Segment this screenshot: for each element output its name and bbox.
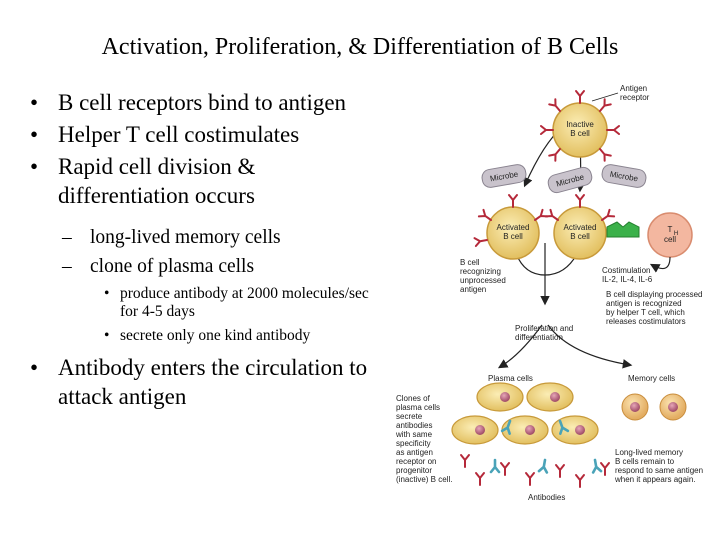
slide-title: Activation, Proliferation, & Differentia… bbox=[101, 34, 619, 60]
plasma-cell bbox=[451, 415, 499, 445]
sub-sub-bullet-item: •produce antibody at 2000 molecules/sec … bbox=[104, 285, 369, 320]
svg-text:by helper T cell, which: by helper T cell, which bbox=[606, 308, 685, 317]
svg-text:progenitor: progenitor bbox=[396, 466, 432, 475]
inactive-b-cell-label: Inactive bbox=[566, 120, 594, 129]
svg-text:respond to same antigen: respond to same antigen bbox=[615, 466, 703, 475]
svg-text:Activated: Activated bbox=[564, 223, 597, 232]
svg-text:B cell: B cell bbox=[503, 232, 523, 241]
microbe: Microbe bbox=[601, 164, 647, 188]
sub-bullet-text: clone of plasma cells bbox=[90, 256, 255, 277]
activated-b-cell: Activated B cell bbox=[473, 194, 549, 260]
svg-text:recognizing: recognizing bbox=[460, 267, 501, 276]
clones-label: Clones of plasma cells secrete antibodie… bbox=[395, 394, 452, 484]
inactive-b-cell: Inactive B cell bbox=[540, 90, 620, 162]
bullet-item: •Rapid cell division & differentiation o… bbox=[30, 154, 256, 208]
microbe: Microbe bbox=[481, 164, 527, 188]
svg-text:receptor: receptor bbox=[620, 93, 650, 102]
bullet-item: •Antibody enters the circulation to atta… bbox=[30, 355, 368, 409]
memory-cell bbox=[659, 393, 687, 421]
b-cell-activation-diagram: Inactive B cell Antigen receptor Microbe… bbox=[395, 84, 703, 502]
svg-text:as antigen: as antigen bbox=[396, 448, 433, 457]
microbe: Microbe bbox=[547, 166, 593, 194]
svg-text:Clones of: Clones of bbox=[396, 394, 431, 403]
plasma-cell bbox=[526, 382, 574, 412]
sub-bullet-item: –clone of plasma cells bbox=[62, 256, 255, 277]
svg-text:specificity: specificity bbox=[396, 439, 431, 448]
plasma-cells-label: Plasma cells bbox=[488, 374, 533, 383]
sub-bullet-text: long-lived memory cells bbox=[90, 227, 281, 248]
svg-text:with same: with same bbox=[395, 430, 433, 439]
svg-text:H: H bbox=[674, 231, 678, 237]
bullet-item: •Helper T cell costimulates bbox=[30, 122, 300, 147]
antibodies-label: Antibodies bbox=[528, 493, 565, 502]
svg-text:antigen is recognized: antigen is recognized bbox=[606, 299, 682, 308]
bullet-text: B cell receptors bind to antigen bbox=[58, 90, 347, 115]
svg-text:secrete: secrete bbox=[396, 412, 423, 421]
svg-text:IL-2, IL-4, IL-6: IL-2, IL-4, IL-6 bbox=[602, 275, 653, 284]
activated-b-cell: Activated B cell bbox=[544, 194, 616, 260]
bullet-text: Helper T cell costimulates bbox=[58, 122, 300, 147]
svg-text:B cell displaying processed: B cell displaying processed bbox=[606, 290, 703, 299]
bullet-text: Rapid cell division & differentiation oc… bbox=[58, 154, 256, 208]
svg-text:Costimulation: Costimulation bbox=[602, 266, 650, 275]
svg-text:cell: cell bbox=[664, 235, 676, 244]
svg-text:B cell: B cell bbox=[570, 129, 590, 138]
svg-text:releases costimulators: releases costimulators bbox=[606, 317, 686, 326]
svg-text:Proliferation and: Proliferation and bbox=[515, 324, 573, 333]
svg-text:Activated: Activated bbox=[497, 223, 530, 232]
svg-text:T: T bbox=[668, 225, 673, 234]
sub-sub-bullet-text: secrete only one kind antibody bbox=[120, 327, 311, 344]
svg-text:B cell: B cell bbox=[570, 232, 590, 241]
svg-text:antibodies: antibodies bbox=[396, 421, 432, 430]
plasma-cell bbox=[476, 382, 524, 412]
bullet-item: •B cell receptors bind to antigen bbox=[30, 90, 347, 115]
bullet-text: Antibody enters the circulation to attac… bbox=[58, 355, 368, 409]
svg-text:antigen: antigen bbox=[460, 285, 486, 294]
antigen-receptor-label: Antigen bbox=[620, 84, 647, 93]
plasma-cell bbox=[551, 415, 599, 445]
bullet-list: •B cell receptors bind to antigen •Helpe… bbox=[30, 88, 375, 414]
sub-sub-bullet-text: produce antibody at 2000 molecules/sec f… bbox=[120, 285, 369, 320]
helper-t-cell: T H cell bbox=[647, 212, 693, 258]
svg-text:receptor on: receptor on bbox=[396, 457, 436, 466]
svg-text:Long-lived memory: Long-lived memory bbox=[615, 448, 683, 457]
svg-text:plasma cells: plasma cells bbox=[396, 403, 440, 412]
memory-cells-label: Memory cells bbox=[628, 374, 675, 383]
sub-sub-bullet-item: •secrete only one kind antibody bbox=[104, 327, 311, 344]
long-lived-memory-label: Long-lived memory B cells remain to resp… bbox=[614, 448, 703, 484]
memory-cell bbox=[621, 393, 649, 421]
svg-text:differentiation: differentiation bbox=[515, 333, 563, 342]
sub-bullet-item: –long-lived memory cells bbox=[62, 227, 281, 248]
svg-text:(inactive) B cell.: (inactive) B cell. bbox=[396, 475, 452, 484]
svg-text:when it appears again.: when it appears again. bbox=[614, 475, 696, 484]
svg-text:unprocessed: unprocessed bbox=[460, 276, 506, 285]
svg-text:B cell: B cell bbox=[460, 258, 480, 267]
svg-text:B cells remain to: B cells remain to bbox=[615, 457, 675, 466]
